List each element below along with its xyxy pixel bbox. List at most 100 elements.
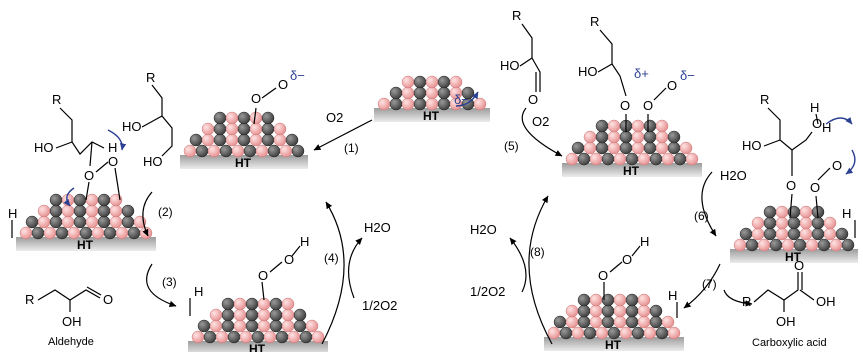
catalyst-atom-dark [245, 319, 259, 333]
catalyst-atom-pink [613, 293, 627, 307]
catalyst-atom-pink [637, 293, 651, 307]
catalyst-atom-pink [449, 75, 463, 89]
catalyst-atom-dark [219, 144, 233, 158]
catalyst-atom-dark [237, 122, 251, 136]
catalyst-atom-pink [19, 226, 33, 240]
catalyst-atom-pink [281, 319, 295, 333]
step6-h2o-label: H2O [720, 168, 747, 183]
catalyst-atom-pink [249, 133, 263, 147]
right-intermediate-molecule: R HO O H H O O O [742, 92, 856, 219]
catalyst-atom-pink [225, 133, 239, 147]
catalyst-atom-pink [279, 144, 293, 158]
catalyst-atom-pink [273, 122, 287, 136]
catalyst-ht-label: HT [235, 156, 252, 170]
catalyst-atom-dark [817, 238, 831, 252]
catalyst-atom-pink [589, 152, 603, 166]
catalyst-atom-dark [667, 141, 681, 155]
left-int-r-label: R [52, 92, 61, 107]
catalyst-atom-dark [553, 315, 567, 329]
catalyst-atom-pink [191, 330, 205, 344]
catalyst-atom-dark [261, 111, 275, 125]
catalyst-atom-dark [203, 330, 217, 344]
catalyst-atom-dark [643, 141, 657, 155]
catalyst-atom-pink [589, 304, 603, 318]
catalyst-atom-dark [577, 304, 591, 318]
catalyst-layer: HT HT HT HT HT HT HT [16, 75, 858, 352]
catalyst-atom-pink [643, 326, 657, 340]
hp-right-o1-label: O [598, 268, 608, 283]
catalyst-atom-pink [733, 238, 747, 252]
acid-oh-label: OH [816, 294, 836, 309]
catalyst-atom-dark [739, 227, 753, 241]
catalyst-atom-pink [115, 226, 129, 240]
adsorbed-diol-molecule: R HO δ+ O O O δ− [578, 14, 695, 132]
catalyst-atom-pink [637, 315, 651, 329]
catalyst-atom-dark [49, 215, 63, 229]
catalyst-ht-label: HT [249, 342, 266, 352]
catalyst-atom-dark [261, 122, 275, 136]
ht-catalyst-hydroperoxide-right: HT [544, 293, 684, 352]
catalyst-atom-dark [643, 119, 657, 133]
catalyst-atom-dark [389, 86, 403, 100]
catalyst-atom-dark [601, 315, 615, 329]
catalyst-atom-pink [85, 204, 99, 218]
catalyst-atom-dark [835, 227, 849, 241]
catalyst-atom-dark [811, 216, 825, 230]
right-int-r-label: R [760, 92, 769, 107]
diol-r-label: R [146, 70, 155, 85]
catalyst-atom-pink [589, 315, 603, 329]
step3-label: (3) [162, 275, 177, 289]
right-bracket-h: H [842, 206, 851, 221]
catalyst-atom-pink [37, 215, 51, 229]
catalyst-atom-pink [215, 330, 229, 344]
catalyst-atom-dark [73, 193, 87, 207]
catalyst-atom-pink [225, 122, 239, 136]
catalyst-atom-dark [763, 227, 777, 241]
catalyst-atom-dark [437, 75, 451, 89]
acid-caption: Carboxylic acid [752, 337, 827, 349]
catalyst-atom-pink [209, 308, 223, 322]
catalyst-shadow [180, 155, 308, 169]
adsorbed-delta-minus: δ− [680, 68, 695, 83]
adsorbed-peroxide-o2: O [667, 78, 677, 93]
catalyst-atom-dark [221, 308, 235, 322]
catalyst-atom-pink [183, 144, 197, 158]
step6-label: (6) [694, 209, 709, 223]
hp-right-h-label: H [640, 234, 649, 249]
catalyst-atom-dark [745, 238, 759, 252]
hydroxy-ald-r-label: R [512, 8, 521, 23]
catalyst-atom-dark [631, 326, 645, 340]
catalyst-atom-dark [195, 144, 209, 158]
catalyst-atom-dark [73, 204, 87, 218]
catalyst-atom-dark [649, 315, 663, 329]
catalyst-atom-pink [225, 111, 239, 125]
catalyst-atom-pink [823, 227, 837, 241]
catalyst-atom-dark [595, 141, 609, 155]
catalyst-atom-pink [281, 297, 295, 311]
catalyst-atom-dark [275, 330, 289, 344]
catalyst-shadow [374, 108, 490, 122]
catalyst-atom-pink [655, 141, 669, 155]
catalyst-atom-dark [213, 133, 227, 147]
catalyst-atom-dark [55, 226, 69, 240]
catalyst-atom-pink [43, 226, 57, 240]
catalyst-atom-dark [673, 152, 687, 166]
catalyst-atom-pink [799, 227, 813, 241]
catalyst-atom-dark [413, 75, 427, 89]
step8-half-o2-label: 1/2O2 [470, 284, 505, 299]
catalyst-atom-pink [425, 75, 439, 89]
catalyst-shadow [562, 163, 702, 177]
acid-alpha-oh-label: OH [776, 314, 796, 329]
catalyst-atom-pink [685, 152, 699, 166]
acid-r-label: R [742, 294, 751, 309]
top-catalyst-delta-minus: δ− [454, 92, 469, 107]
catalyst-atom-pink [255, 144, 269, 158]
peroxide-o2-label: O [278, 77, 288, 92]
catalyst-atom-pink [589, 293, 603, 307]
peroxide-delta-minus: δ− [290, 68, 305, 83]
step5-o2-label: O2 [532, 114, 549, 129]
catalyst-atom-dark [577, 293, 591, 307]
catalyst-atom-pink [799, 216, 813, 230]
catalyst-atom-pink [377, 97, 391, 111]
